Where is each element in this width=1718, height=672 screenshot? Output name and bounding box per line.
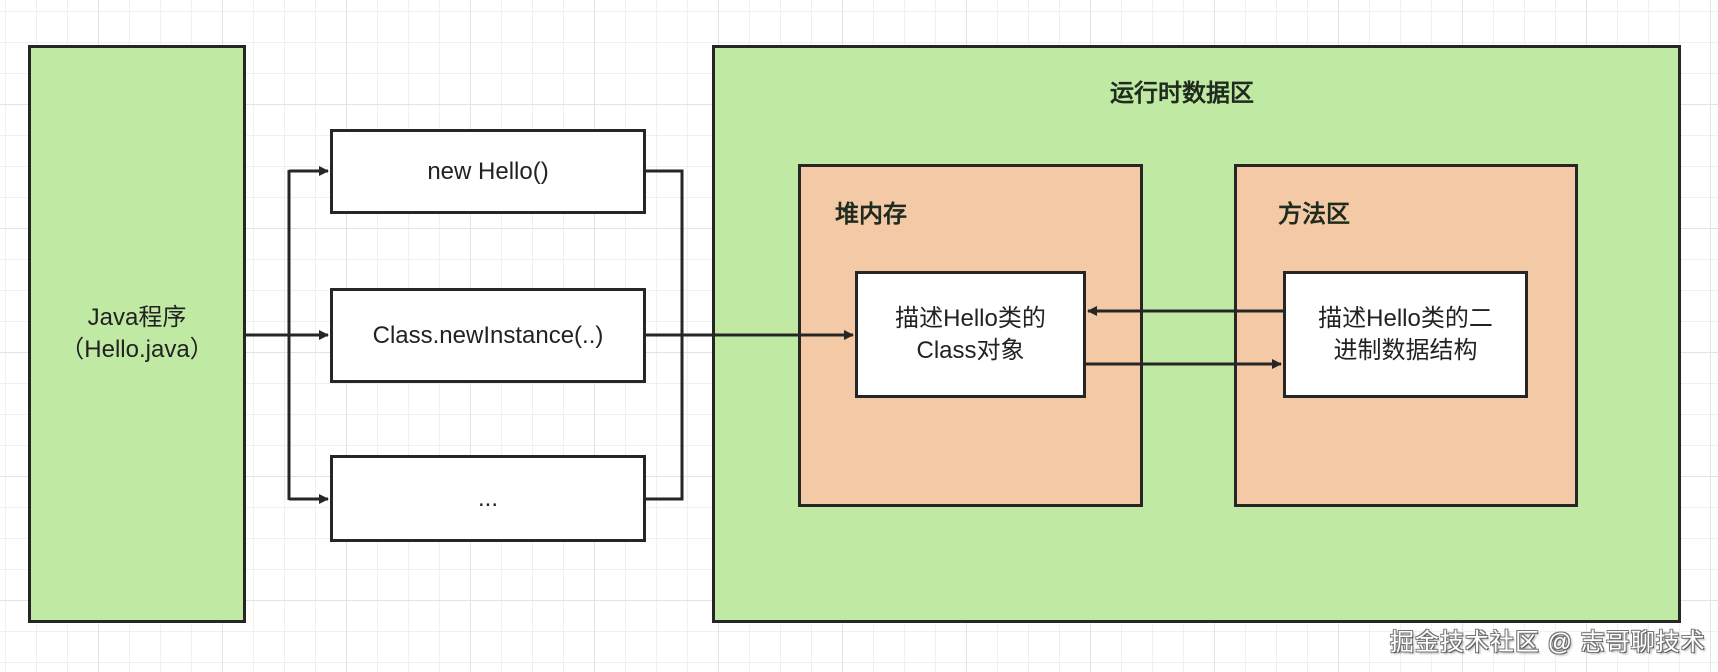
java-program-label: Java程序 （Hello.java） bbox=[60, 304, 214, 363]
new-hello-label: new Hello() bbox=[427, 157, 549, 185]
other-method-label: ... bbox=[477, 484, 498, 512]
other-method-node: ... bbox=[330, 455, 646, 542]
binary-structure-node: 描述Hello类的二 进制数据结构 bbox=[1283, 271, 1528, 398]
class-object-node: 描述Hello类的 Class对象 bbox=[855, 271, 1086, 398]
edge-new-hello-to-right-bus bbox=[646, 169, 684, 501]
runtime-data-area-title: 运行时数据区 bbox=[1110, 80, 1254, 107]
new-hello-node: new Hello() bbox=[330, 129, 646, 214]
java-program-box: Java程序 （Hello.java） bbox=[28, 45, 246, 623]
class-object-label: 描述Hello类的 Class对象 bbox=[895, 304, 1046, 364]
binary-structure-label: 描述Hello类的二 进制数据结构 bbox=[1318, 304, 1493, 364]
heap-memory-title: 堆内存 bbox=[835, 201, 907, 228]
class-newinstance-node: Class.newInstance(..) bbox=[330, 288, 646, 383]
class-newinstance-label: Class.newInstance(..) bbox=[372, 321, 604, 349]
method-area-title: 方法区 bbox=[1278, 201, 1350, 228]
watermark: 掘金技术社区 @ 志哥聊技术 bbox=[1390, 629, 1706, 656]
